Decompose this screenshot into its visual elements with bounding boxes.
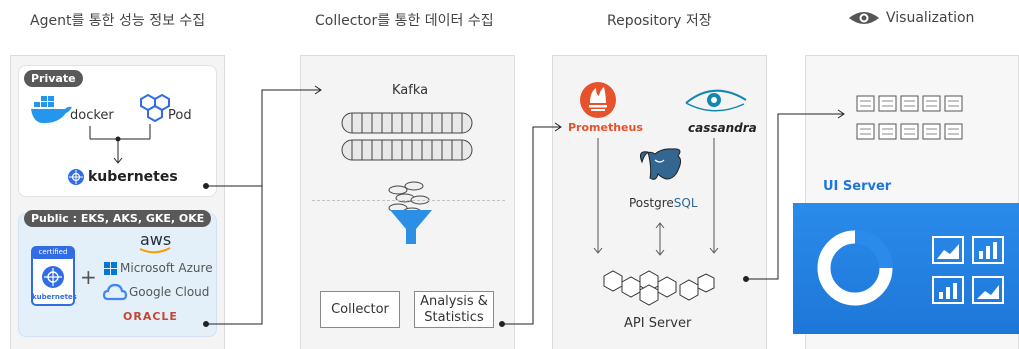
cassandra-icon xyxy=(685,89,747,112)
public-tag: Public : EKS, AKS, GKE, OKE xyxy=(24,210,212,227)
docker-icon xyxy=(31,96,72,124)
kafka-queue-icon xyxy=(341,112,473,161)
donut-chart-icon xyxy=(817,230,893,306)
server-rack-icons xyxy=(856,95,963,140)
dashboard-widgets-icon xyxy=(932,236,1004,304)
analysis-statistics-box: Analysis & Statistics xyxy=(414,291,494,328)
private-panel xyxy=(18,65,217,197)
docker-label: docker xyxy=(70,108,114,123)
aws-smile-icon xyxy=(139,247,171,254)
aws-label: aws xyxy=(140,230,172,249)
eye-icon xyxy=(849,12,879,24)
funnel-icon xyxy=(390,210,432,244)
ui-dashboard-panel xyxy=(793,203,1019,334)
kubernetes-icon xyxy=(68,169,84,185)
prometheus-icon xyxy=(580,82,616,118)
ui-server-label: UI Server xyxy=(823,179,892,194)
microsoft-icon xyxy=(104,262,117,275)
plus-sign: + xyxy=(80,265,97,289)
api-server-label: API Server xyxy=(624,316,692,331)
analysis-box-line1: Analysis & xyxy=(420,293,488,309)
server-rack-lines xyxy=(860,100,959,135)
postgresql-icon xyxy=(640,148,682,180)
prometheus-label: Prometheus xyxy=(568,121,643,134)
analysis-box-line2: Statistics xyxy=(424,309,484,325)
collector-box: Collector xyxy=(320,291,400,328)
collector-divider xyxy=(312,200,505,201)
api-server-icon xyxy=(603,270,715,306)
dashboard-widget-marks xyxy=(937,242,999,299)
google-cloud-label: Google Cloud xyxy=(129,285,210,299)
certified-label: certified xyxy=(38,248,68,256)
oracle-label: ORACLE xyxy=(123,310,178,323)
postgresql-label: PostgreSQL xyxy=(629,196,698,210)
certified-kubernetes-label: kubernetes xyxy=(32,293,77,301)
azure-label: Microsoft Azure xyxy=(120,261,213,275)
kubernetes-label: kubernetes xyxy=(88,169,178,185)
certified-kubernetes-icon xyxy=(31,246,75,306)
heading-repository: Repository 저장 xyxy=(607,13,712,29)
heading-collector: Collector를 통한 데이터 수집 xyxy=(315,13,494,29)
heading-agent: Agent를 통한 성능 정보 수집 xyxy=(30,13,206,29)
heading-visualization-label: Visualization xyxy=(886,10,975,26)
private-tag: Private xyxy=(24,70,83,87)
postgresql-label-b: SQL xyxy=(673,196,698,210)
kafka-queue-ridges xyxy=(351,113,463,160)
cassandra-label: cassandra xyxy=(688,121,757,135)
kafka-label: Kafka xyxy=(392,83,429,98)
pod-label: Pod xyxy=(168,108,192,123)
postgresql-label-a: Postgre xyxy=(629,196,674,210)
pod-icon xyxy=(140,93,170,123)
google-cloud-icon xyxy=(102,283,128,301)
heading-visualization: Visualization xyxy=(848,10,974,26)
